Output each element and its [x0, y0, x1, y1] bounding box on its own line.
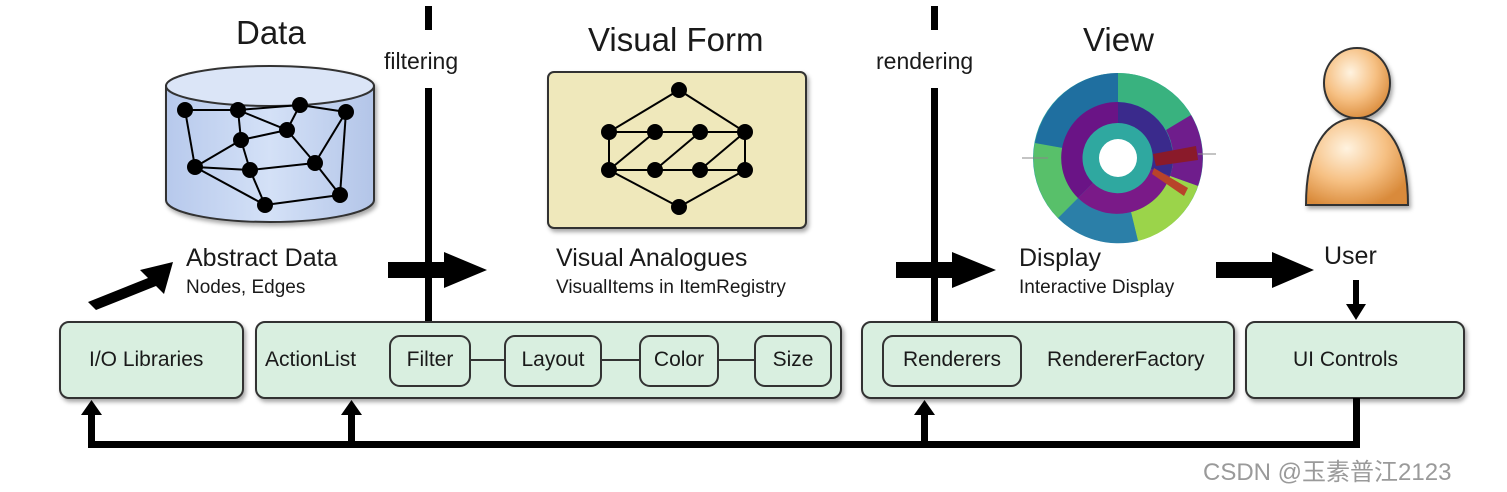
action-list-label: ActionList [265, 348, 357, 371]
user-label: User [1324, 242, 1377, 270]
visual-form-panel [547, 71, 807, 229]
filtering-arrow-icon [388, 252, 487, 288]
filter-chip [389, 335, 471, 387]
rendering-arrow-icon [896, 252, 996, 288]
filtering-divider [425, 6, 432, 323]
user-avatar-icon [1304, 47, 1410, 206]
ui-controls-label: UI Controls [1293, 348, 1399, 371]
filtering-label: filtering [384, 48, 459, 74]
data-title: Data [236, 14, 306, 51]
lattice-graph-icon [601, 82, 753, 215]
watermark: CSDN @玉素普江2123 [1203, 459, 1452, 486]
rendering-divider [931, 6, 938, 323]
layout-chip [504, 335, 602, 387]
display-label: Display [1019, 244, 1101, 272]
io-libraries-box [59, 321, 244, 399]
sunburst-display-icon [1022, 73, 1216, 244]
abstract-data-sublabel: Nodes, Edges [186, 277, 306, 298]
abstract-data-label: Abstract Data [186, 244, 338, 272]
color-chip [639, 335, 719, 387]
renderers-label: Renderers [902, 348, 1002, 371]
size-chip [754, 335, 832, 387]
size-label: Size [772, 348, 814, 371]
database-cylinder-icon [165, 65, 375, 223]
visual-form-title: Visual Form [588, 21, 764, 58]
renderers-chip [882, 335, 1022, 387]
visual-analogues-sublabel: VisualItems in ItemRegistry [556, 277, 786, 298]
feedback-loop [81, 398, 1360, 448]
display-to-user-arrow-icon [1216, 252, 1314, 288]
abstract-graph-icon [177, 97, 354, 213]
filter-label: Filter [406, 348, 454, 371]
color-label: Color [653, 348, 705, 371]
display-sublabel: Interactive Display [1019, 277, 1175, 298]
view-title: View [1083, 21, 1154, 58]
input-arrow-icon [88, 262, 173, 310]
rendering-label: rendering [876, 48, 974, 74]
layout-label: Layout [521, 348, 585, 371]
user-to-controls-arrow-icon [1346, 280, 1366, 320]
renderer-factory-label: RendererFactory [1047, 348, 1205, 371]
visual-analogues-label: Visual Analogues [556, 244, 748, 272]
io-libraries-label: I/O Libraries [89, 348, 204, 371]
